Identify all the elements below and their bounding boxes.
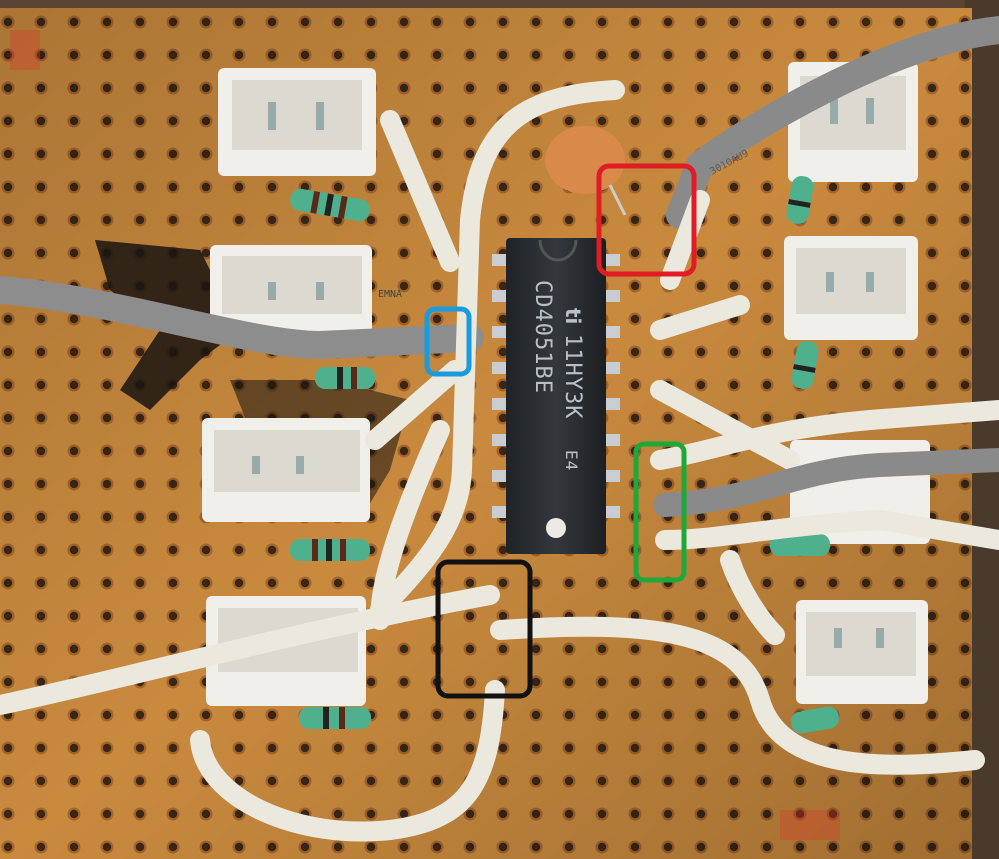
highlight-box-black bbox=[435, 559, 533, 699]
connector-right-2 bbox=[784, 236, 918, 340]
resistors bbox=[290, 176, 839, 734]
ic-pin1-dot bbox=[546, 518, 566, 538]
ic-logo: ti bbox=[561, 308, 585, 324]
connector-left-3 bbox=[202, 418, 370, 522]
connector-left-2 bbox=[210, 245, 372, 337]
grey-cable-top-right bbox=[666, 16, 999, 229]
ceramic-capacitor bbox=[545, 126, 625, 194]
red-marking-bottom bbox=[780, 810, 840, 840]
highlight-box-red bbox=[596, 163, 697, 277]
grey-wire-middle-right bbox=[653, 448, 999, 517]
grey-cable-left bbox=[0, 276, 484, 360]
connector-left-1 bbox=[218, 68, 376, 176]
red-marking-left bbox=[10, 30, 40, 70]
capacitor-lead bbox=[608, 184, 627, 216]
ic-pins-left bbox=[492, 254, 508, 518]
ic-marking-line1: 11HY3K bbox=[560, 334, 585, 419]
ic-body bbox=[506, 238, 606, 554]
connector-right-4 bbox=[796, 600, 928, 704]
highlight-box-blue bbox=[424, 306, 472, 377]
cable-print-left: EMNA bbox=[378, 289, 402, 300]
ic-cd4051be: ti 11HY3K E4 CD4051BE bbox=[492, 238, 620, 554]
ic-pins-right bbox=[604, 254, 620, 518]
ic-marking-line2: CD4051BE bbox=[530, 280, 555, 394]
ic-marking-line1-suffix: E4 bbox=[562, 450, 581, 471]
ic-notch bbox=[538, 239, 578, 262]
highlight-box-green bbox=[633, 441, 687, 583]
